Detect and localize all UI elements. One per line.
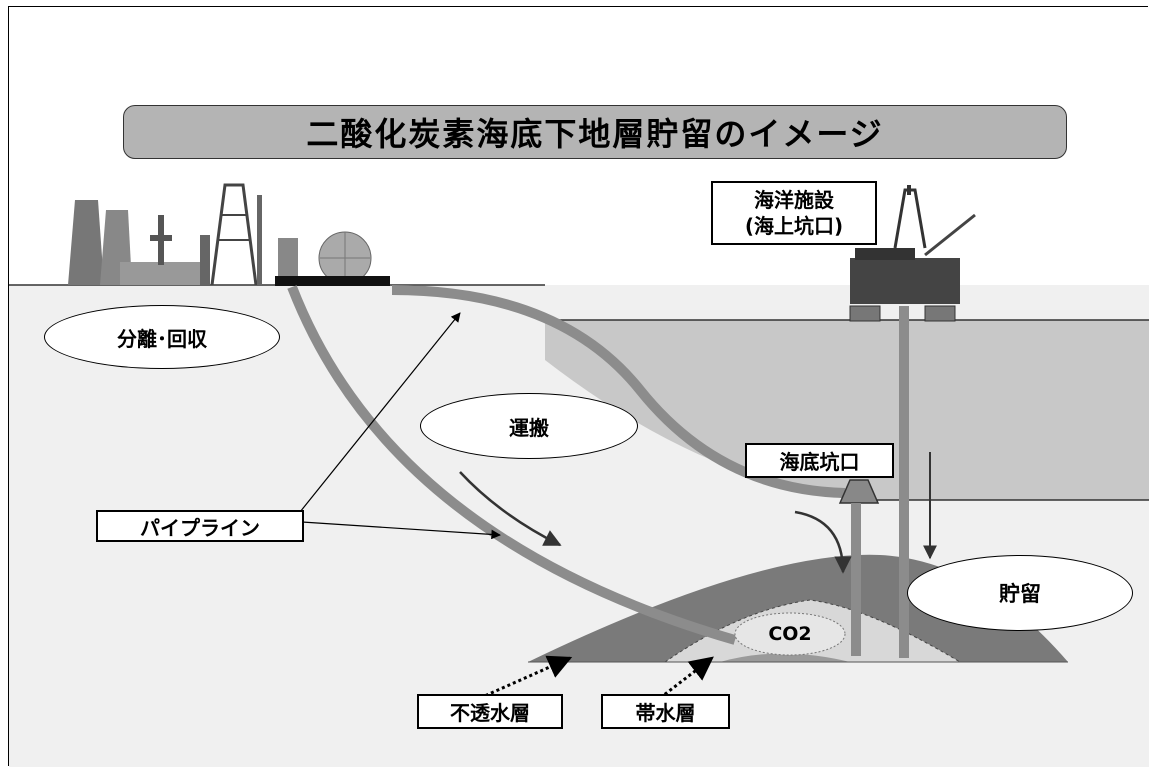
co2-oval	[734, 612, 846, 656]
offshore-facility-line2: (海上坑口)	[744, 214, 844, 238]
seabed-wellhead-icon	[838, 479, 880, 504]
separation-recovery-label: 分離･回収	[44, 305, 280, 369]
offshore-facility-label: 海洋施設 (海上坑口)	[711, 181, 877, 245]
caprock-label: 不透水層	[417, 694, 563, 729]
pipeline-pointer-arrow-2	[301, 521, 501, 540]
page-title: 二酸化炭素海底下地層貯留のイメージ	[123, 105, 1067, 159]
transport-label: 運搬	[420, 393, 638, 459]
aquifer-lower-layer	[720, 653, 850, 662]
pipeline-label: パイプライン	[96, 510, 304, 542]
seabed-well-pipe	[851, 503, 861, 656]
flow-arrow-seabed-injection	[794, 510, 852, 574]
pipeline-to-seabed	[391, 285, 846, 498]
storage-label: 貯留	[907, 555, 1133, 631]
aquifer-pointer-arrow	[659, 656, 714, 700]
offshore-platform	[849, 185, 976, 322]
co2-label: CO2	[768, 623, 812, 645]
offshore-well-pipe	[899, 306, 909, 658]
offshore-facility-line1: 海洋施設	[754, 188, 834, 212]
industrial-plant	[68, 183, 390, 286]
flow-arrow-transport	[459, 471, 562, 547]
caprock-pointer-arrow	[479, 655, 573, 700]
sea-water	[545, 320, 1149, 500]
pipeline-pointer-arrow-1	[299, 312, 461, 513]
aquifer-label: 帯水層	[601, 694, 730, 729]
diagram-frame	[8, 6, 1148, 766]
seabed-wellhead-label: 海底坑口	[745, 443, 894, 478]
pipeline-to-reservoir	[287, 285, 737, 645]
